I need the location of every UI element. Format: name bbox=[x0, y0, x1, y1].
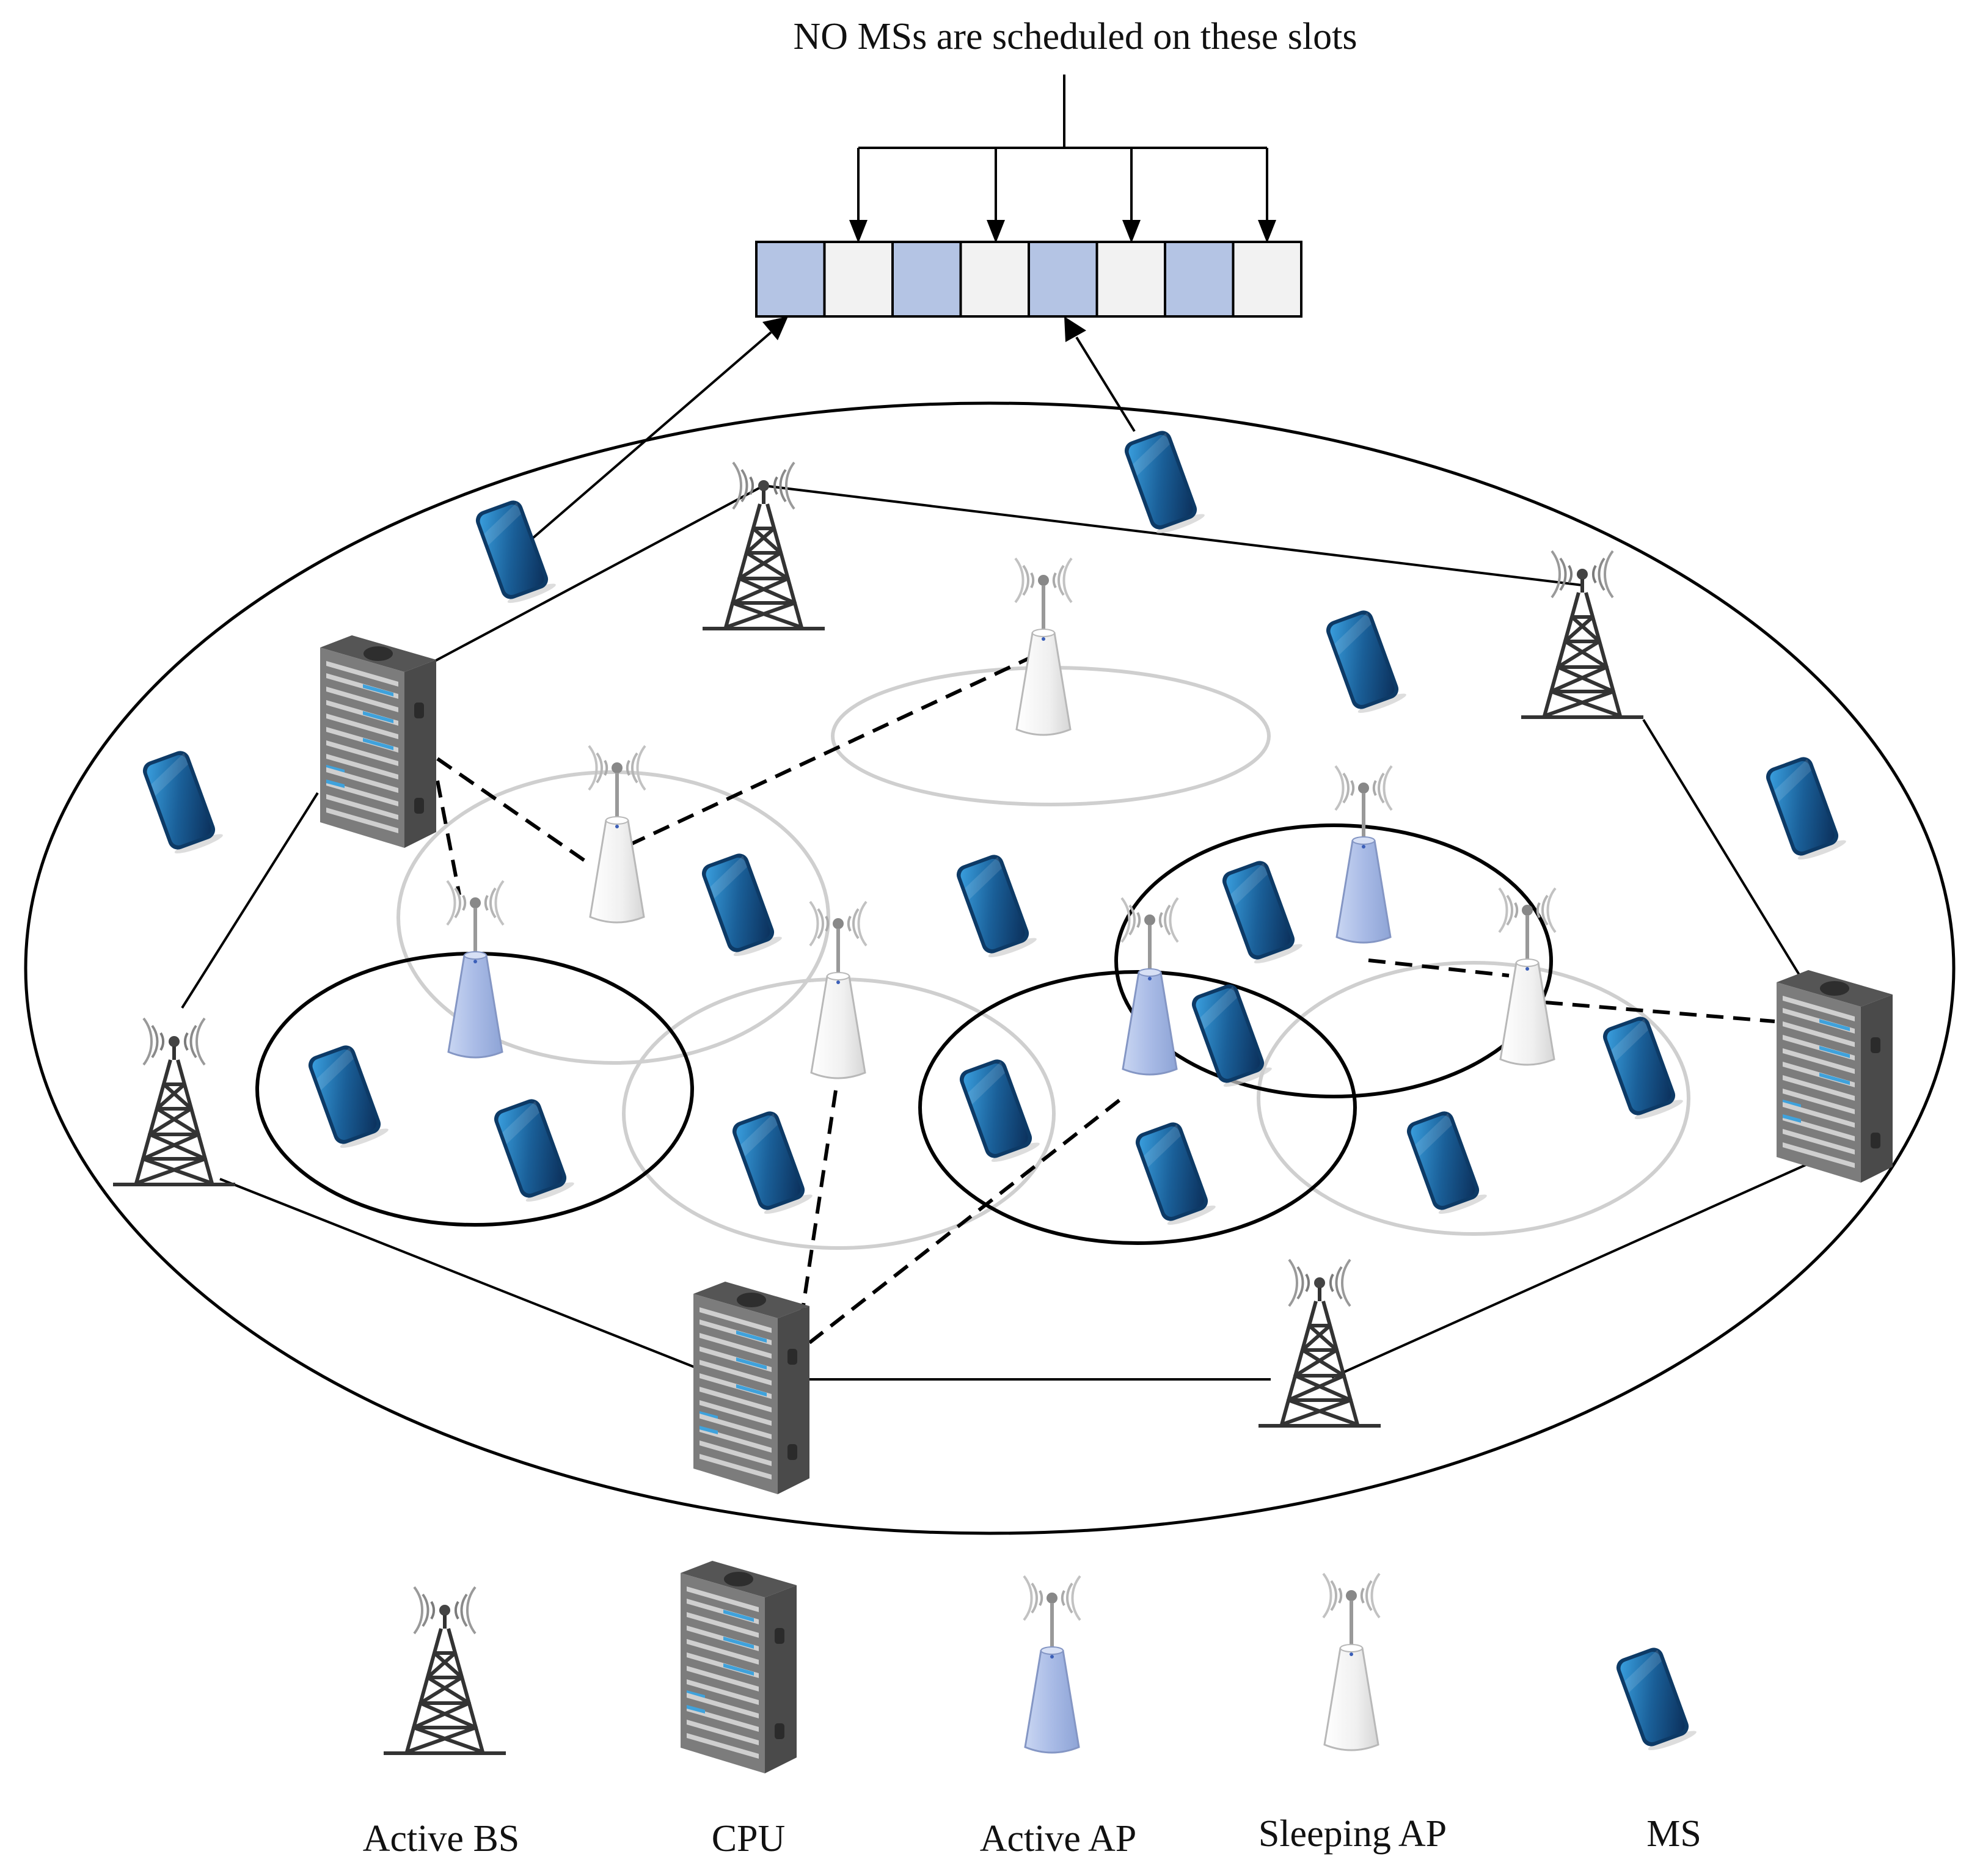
time-slot-strip bbox=[755, 241, 1302, 318]
slot-idle bbox=[1095, 241, 1166, 318]
phone-icon bbox=[1613, 1643, 1698, 1754]
legend-label: MS bbox=[1646, 1813, 1701, 1855]
sleeping-ap-coverage bbox=[396, 770, 830, 1065]
phone-icon bbox=[1122, 426, 1207, 538]
active-ap-coverage bbox=[918, 970, 1357, 1245]
phone-icon bbox=[729, 1107, 814, 1218]
phone-icon bbox=[305, 1041, 390, 1152]
tower-icon bbox=[384, 1587, 506, 1753]
tower-icon bbox=[703, 462, 825, 629]
server-icon bbox=[693, 1282, 809, 1494]
server-icon bbox=[681, 1561, 797, 1773]
phone-icon bbox=[491, 1095, 576, 1206]
phone-icon bbox=[1404, 1107, 1489, 1218]
annotation-arrowheads bbox=[849, 220, 1276, 243]
sleeping-ap-icon bbox=[589, 746, 645, 922]
slot-active bbox=[1164, 241, 1235, 318]
scheduling-arrowheads bbox=[762, 316, 1086, 342]
phone-icon bbox=[1323, 606, 1408, 717]
legend-item-cpu: CPU bbox=[681, 1561, 797, 1860]
coverage-areas bbox=[255, 666, 1690, 1250]
active-ap-icon bbox=[1335, 766, 1392, 943]
active-ap-icon bbox=[1024, 1576, 1080, 1753]
slot-idle bbox=[1232, 241, 1302, 318]
slot-active bbox=[1028, 241, 1098, 318]
slot-active bbox=[891, 241, 962, 318]
slot-annotation: NO MSs are scheduled on these slots bbox=[794, 16, 1357, 57]
sleeping-ap-icon bbox=[1015, 558, 1072, 735]
legend-label: Active BS bbox=[363, 1818, 520, 1860]
legend-item-sleeping-ap: Sleeping AP bbox=[1259, 1574, 1447, 1855]
legend-label: Sleeping AP bbox=[1259, 1813, 1447, 1855]
sleeping-ap-icon bbox=[810, 902, 866, 1078]
phone-icon bbox=[699, 849, 784, 960]
server-icon bbox=[320, 635, 436, 848]
legend-item-ms: MS bbox=[1613, 1643, 1701, 1855]
sleeping-ap-coverage bbox=[1257, 961, 1690, 1236]
ap-cpu-links bbox=[436, 655, 1775, 1345]
legend-label: CPU bbox=[712, 1818, 786, 1860]
tower-icon bbox=[113, 1018, 235, 1184]
server-icon bbox=[1777, 970, 1893, 1183]
slot-idle bbox=[959, 241, 1030, 318]
backhaul-links bbox=[181, 484, 1810, 1381]
slot-active bbox=[755, 241, 826, 318]
phone-icon bbox=[1763, 753, 1848, 864]
tower-icon bbox=[1259, 1260, 1381, 1426]
base-stations bbox=[113, 462, 1643, 1426]
phone-icon bbox=[473, 496, 558, 607]
phone-icon bbox=[1600, 1012, 1685, 1123]
active-ap-icon bbox=[447, 881, 503, 1057]
network-area-boundary bbox=[24, 401, 1956, 1535]
phone-icon bbox=[140, 746, 225, 858]
legend-item-active-bs: Active BS bbox=[363, 1587, 520, 1860]
phone-icon bbox=[957, 1055, 1042, 1166]
active-ap-icon bbox=[1122, 898, 1178, 1075]
tower-icon bbox=[1521, 551, 1643, 717]
active-ap-coverage bbox=[1114, 823, 1553, 1098]
scheduling-arrows bbox=[527, 331, 1136, 543]
sleeping-ap-icon bbox=[1323, 1574, 1379, 1750]
phone-icon bbox=[1219, 856, 1304, 968]
phone-icon bbox=[1133, 1118, 1218, 1229]
legend: Active BS CPU Active AP Sleeping AP MS bbox=[363, 1561, 1701, 1860]
annotation-bracket bbox=[857, 75, 1268, 225]
phone-icon bbox=[954, 850, 1039, 962]
legend-label: Active AP bbox=[980, 1818, 1137, 1860]
legend-item-active-ap: Active AP bbox=[980, 1576, 1137, 1860]
slot-idle bbox=[823, 241, 894, 318]
